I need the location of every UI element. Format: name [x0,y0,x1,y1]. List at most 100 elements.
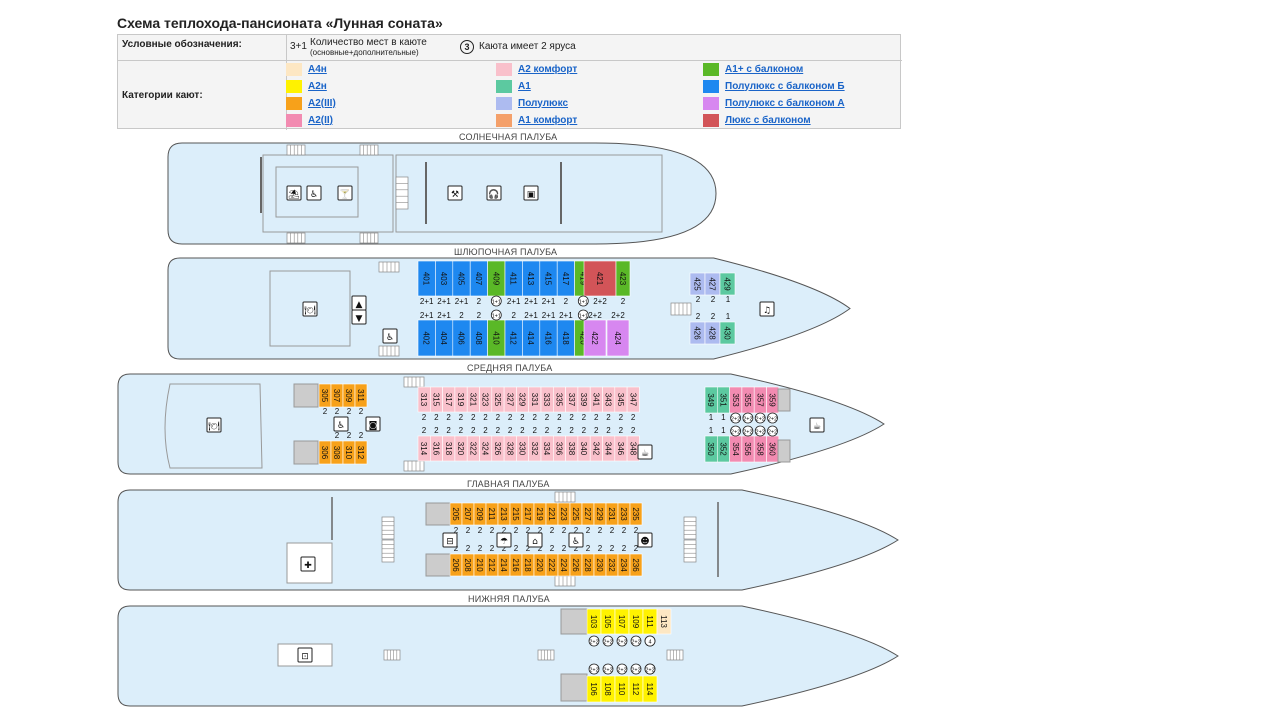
category-link[interactable]: А2 комфорт [518,63,578,75]
svg-text:210: 210 [475,558,484,572]
category-link[interactable]: А1 [518,80,531,92]
cabin-428: 428 [704,321,721,345]
svg-text:354: 354 [731,442,740,456]
category-5[interactable]: А1 [496,79,531,93]
category-8[interactable]: А1+ с балконом [703,62,803,76]
stair-block [425,502,451,526]
cabin-355: 355 [741,386,755,414]
svg-text:⚒: ⚒ [451,190,459,200]
svg-text:1+1: 1+1 [492,300,501,306]
seat-count: 2 [496,426,501,435]
cabin-356: 356 [741,435,755,463]
cabin-411: 411 [504,260,523,297]
category-link[interactable]: А4н [308,63,327,75]
seat-count: 2 [582,426,587,435]
category-link[interactable]: А2(II) [308,114,333,126]
category-11[interactable]: Люкс с балконом [703,113,811,127]
seat-count: 2 [511,311,516,320]
svg-text:217: 217 [523,507,532,521]
svg-text:353: 353 [731,393,740,407]
tier-badge: 2+2 [767,412,778,424]
category-link[interactable]: Полулюкс [518,97,569,109]
tier-badge: 2+2 [644,663,656,675]
cabin-402: 402 [417,319,436,357]
cabin-207: 207 [461,502,475,526]
category-link[interactable]: А2(III) [308,97,336,109]
category-swatch [703,79,719,93]
seat-count: 2 [545,426,550,435]
cabin-311: 311 [354,383,368,408]
cabin-408: 408 [469,319,488,357]
seat-count: 2 [335,431,340,440]
category-9[interactable]: Полулюкс с балконом Б [703,79,845,93]
category-4[interactable]: А2 комфорт [496,62,577,76]
svg-text:341: 341 [591,393,600,407]
seat-count: 2+1 [507,297,521,306]
category-0[interactable]: А4н [286,62,327,76]
cabin-422: 422 [583,319,607,357]
svg-text:421: 421 [595,272,604,286]
category-link[interactable]: Полулюкс с балконом Б [725,80,845,92]
svg-text:360: 360 [768,442,777,456]
cabin-114: 114 [642,675,658,703]
seat-count: 2+1 [524,297,538,306]
category-link[interactable]: А1+ с балконом [725,63,804,75]
svg-text:227: 227 [583,507,592,521]
seat-count: 1 [726,312,731,321]
svg-text:331: 331 [530,393,539,407]
tier-badge: 2+2 [630,635,642,647]
category-link[interactable]: Люкс с балконом [725,114,811,126]
seat-count: 2 [606,413,611,422]
seat-count: 2 [471,413,476,422]
category-link[interactable]: Полулюкс с балконом А [725,97,845,109]
svg-text:229: 229 [595,507,604,521]
svg-text:340: 340 [579,442,588,456]
svg-text:112: 112 [631,683,640,696]
svg-text:414: 414 [526,331,535,345]
category-3[interactable]: А2(II) [286,113,333,127]
seat-example: 3+1 [290,41,307,52]
svg-text:335: 335 [554,393,563,407]
category-7[interactable]: А1 комфорт [496,113,577,127]
svg-text:313: 313 [419,393,428,407]
category-link[interactable]: А1 комфорт [518,114,578,126]
seat-count: 2 [532,426,537,435]
seat-count: 2 [594,413,599,422]
seat-count: 2 [631,413,636,422]
stairs [554,575,576,587]
seat-count: 2 [490,526,495,535]
stair-block [777,388,791,412]
svg-text:406: 406 [457,331,466,345]
category-2[interactable]: А2(III) [286,96,336,110]
tier-icon: 3 [460,40,474,54]
cabin-429: 429 [719,272,736,296]
svg-text:334: 334 [542,442,551,456]
seat-count: 2 [335,407,340,416]
cabin-328: 328 [503,435,517,462]
stair-block [560,673,588,702]
seat-count: 2 [471,426,476,435]
stairs [286,232,306,244]
cabin-233: 233 [617,502,631,526]
category-link[interactable]: А2н [308,80,327,92]
category-10[interactable]: Полулюкс с балконом А [703,96,845,110]
cabin-314: 314 [417,435,431,462]
svg-text:105: 105 [603,615,612,629]
seat-count: 2 [696,295,701,304]
cabin-216: 216 [509,553,523,577]
category-1[interactable]: А2н [286,79,327,93]
cabin-351: 351 [716,386,730,414]
category-swatch [496,113,512,127]
svg-text:408: 408 [474,331,483,345]
seat-count: 2+2 [593,297,607,306]
svg-text:349: 349 [706,393,715,407]
tier-badge: 2+2 [742,425,754,437]
svg-text:324: 324 [481,442,490,456]
svg-text:343: 343 [604,393,613,407]
cabin-105: 105 [600,608,616,635]
seat-count: 2 [631,426,636,435]
category-6[interactable]: Полулюкс [496,96,568,110]
seat-desc-sub: (основные+дополнительные) [310,48,419,57]
cabin-324: 324 [479,435,493,462]
cabin-307: 307 [330,383,344,408]
